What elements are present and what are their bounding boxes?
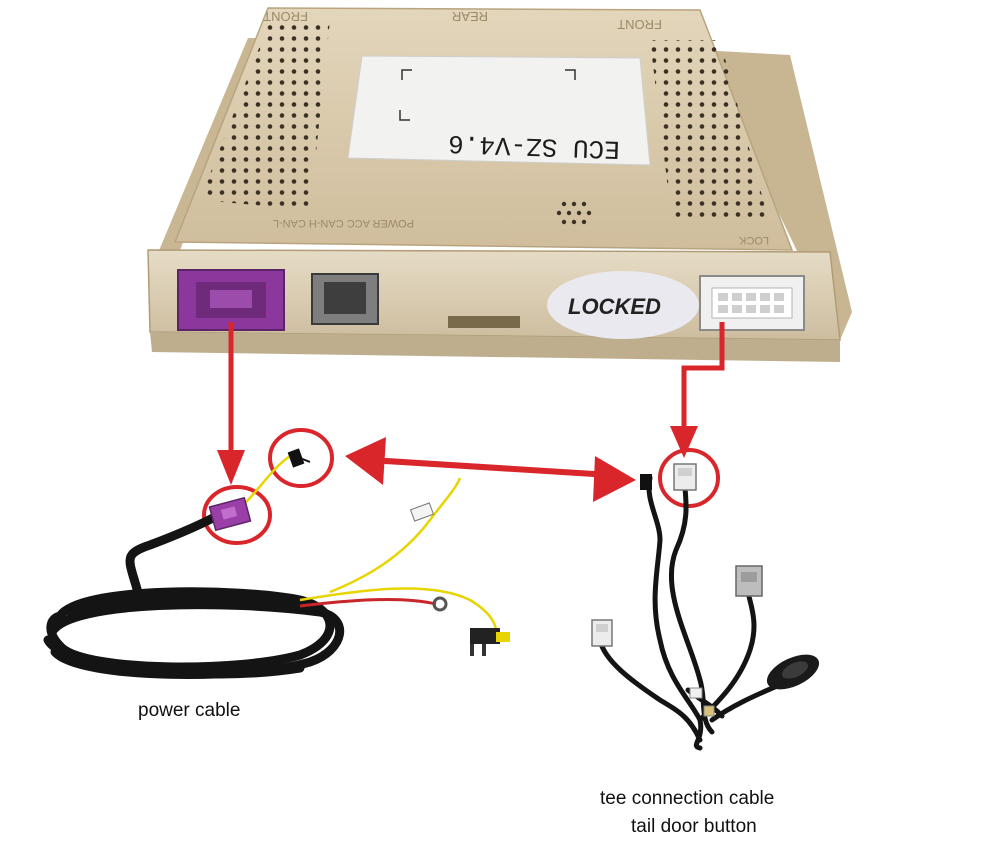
annotation-arrows [202,322,725,545]
fuse-tap [470,628,510,656]
ecu-port-label-right: LOCK [738,234,769,246]
arrow-power-head [217,450,245,485]
ecu-top-mark-3: FRONT [617,17,662,32]
ecu-vent-right [650,40,768,222]
locked-sticker: LOCKED [547,271,699,339]
ecu-unit: FRONT REAR FRONT ECU SZ-V4.6 POWER ACC C… [147,7,852,362]
tee-gray-plug [735,565,763,597]
lock-port [699,275,805,331]
tee-cable [591,463,820,751]
ecu-small-vent [556,201,592,225]
power-plug [208,496,252,532]
power-port [177,269,285,331]
circle-white-plug [658,448,720,508]
arrow-tee-head [670,426,698,458]
card-slot [448,316,520,328]
tee-plug [287,448,311,468]
ecu-vent-left [200,20,330,210]
power-cable [43,448,510,679]
tee-white-plug-lower [591,619,613,647]
sticker-text: LOCKED [568,294,661,319]
data-port [311,273,379,325]
ecu-label-corners [399,69,576,121]
circle-tee-plug [268,428,334,488]
caption-tail-door-button: tail door button [631,816,757,837]
arrow-tee-line [681,322,725,428]
ecu-top-mark-1: FRONT [263,9,308,24]
tail-door-button [766,654,820,690]
tee-black-plug [640,474,652,490]
ring-terminal [432,596,448,612]
ecu-bottom-edge [150,332,840,362]
caption-tee-connection-cable: tee connection cable [600,788,775,809]
ecu-top-mark-2: REAR [452,9,488,24]
double-arrow-line [369,457,611,478]
circle-power-plug [202,485,272,545]
ecu-label [347,55,651,166]
ecu-model-label: ECU SZ-V4.6 [448,128,621,164]
double-arrow-head-left [345,437,386,485]
tee-white-plug [673,463,697,491]
double-arrow-head-right [593,456,636,502]
ecu-port-label-left: POWER ACC CAN-H CAN-L [273,217,414,229]
caption-power-cable: power cable [138,700,241,721]
